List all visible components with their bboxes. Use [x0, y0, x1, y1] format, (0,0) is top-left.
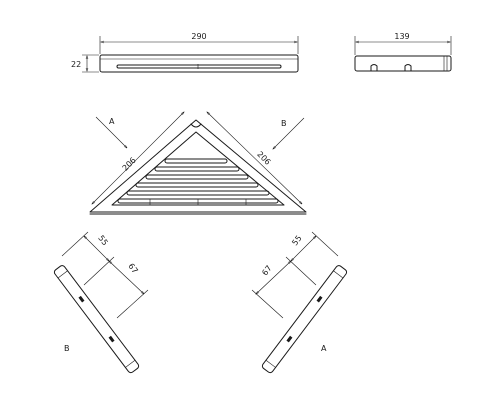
section-b-label-67: 67 — [126, 262, 139, 276]
section-b-extension — [116, 289, 149, 319]
side-notch-left — [370, 64, 378, 72]
view-arrow-b-label: B — [281, 119, 287, 128]
drain-slots — [117, 158, 279, 204]
drain-slot — [145, 174, 249, 180]
section-a-bar — [261, 265, 348, 374]
top-view: 206 206 A B — [89, 112, 307, 215]
section-b-end-cap — [57, 270, 68, 279]
section-a-mount-hole — [286, 335, 293, 343]
section-b-mount-hole — [108, 335, 115, 343]
drain-slot — [135, 182, 259, 188]
triangle-inner — [111, 131, 285, 206]
section-b-end-cap — [125, 359, 136, 368]
section-a-extension — [311, 231, 339, 257]
front-shelf-slot — [116, 64, 282, 69]
left-edge-label: 206 — [121, 156, 138, 173]
section-a-label-67: 67 — [260, 264, 273, 278]
front-height-label: 22 — [71, 60, 81, 69]
section-view-b: 55 67 B — [53, 231, 149, 374]
section-a-dimension-55 — [291, 236, 316, 261]
right-edge-dimension-line — [207, 112, 302, 204]
section-b-label-55: 55 — [96, 234, 109, 248]
corner-cutout — [190, 123, 202, 128]
view-arrow-b — [273, 117, 305, 149]
side-length-label: 139 — [394, 32, 409, 41]
drain-slot — [164, 158, 228, 164]
section-a-extension — [251, 289, 284, 319]
section-a-end-cap — [333, 270, 344, 279]
drain-slot — [126, 190, 270, 196]
side-notch-right — [404, 64, 412, 72]
section-a-mount-hole — [316, 295, 323, 303]
section-b-dimension-55 — [84, 236, 109, 261]
section-b-bar — [53, 265, 140, 374]
section-a-title: A — [321, 344, 327, 353]
front-length-label: 290 — [191, 32, 206, 41]
section-a-label-55: 55 — [290, 234, 303, 248]
section-a-dimension-67 — [256, 261, 291, 294]
view-arrow-a — [95, 116, 127, 148]
right-edge-label: 206 — [255, 150, 272, 167]
front-shelf-body — [99, 54, 299, 73]
side-view: 139 — [354, 32, 452, 72]
left-edge-dimension-line — [92, 112, 184, 204]
section-b-extension — [61, 231, 89, 257]
side-shelf-body — [354, 55, 452, 72]
section-b-dimension-67 — [109, 261, 144, 294]
section-view-a: 55 67 A — [251, 231, 348, 374]
section-b-mount-hole — [78, 295, 85, 303]
view-arrow-a-label: A — [109, 117, 115, 126]
drain-slot — [154, 166, 240, 172]
section-b-title: B — [64, 344, 70, 353]
section-a-end-cap — [265, 359, 276, 368]
front-view: 290 22 — [71, 32, 299, 73]
